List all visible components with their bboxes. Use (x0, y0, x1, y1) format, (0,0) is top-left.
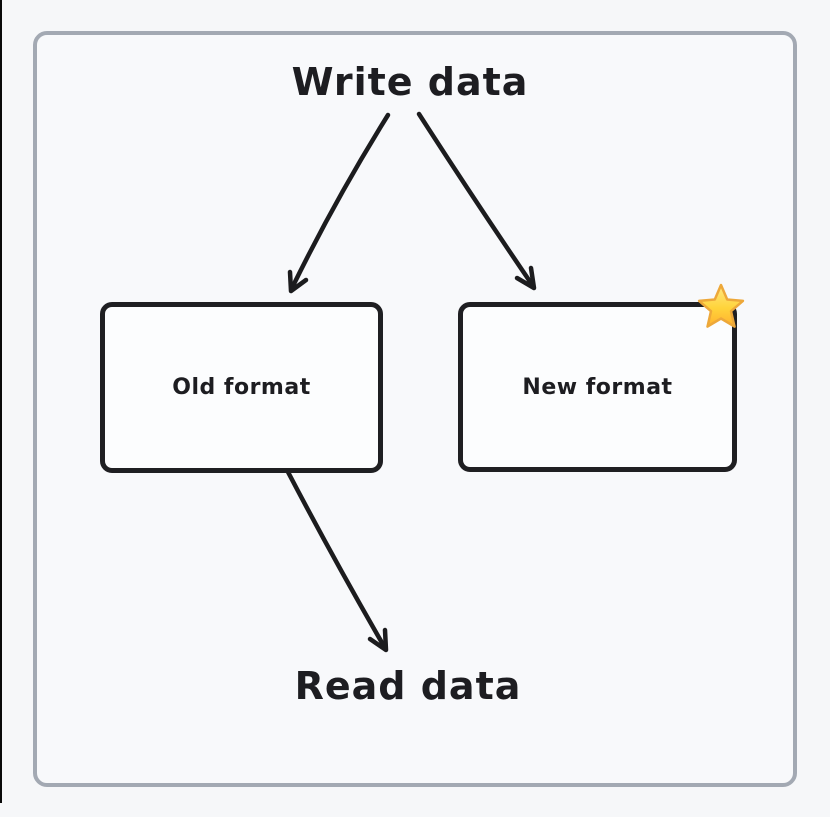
star-icon (697, 283, 745, 328)
read-data-label: Read data (294, 664, 522, 708)
node-new-format-label: New format (522, 374, 673, 400)
node-old-format: Old format (100, 302, 383, 473)
node-new-format: New format (458, 302, 737, 472)
node-old-format-label: Old format (172, 375, 311, 400)
write-data-label: Write data (291, 60, 529, 104)
left-edge-artifact (0, 0, 2, 803)
